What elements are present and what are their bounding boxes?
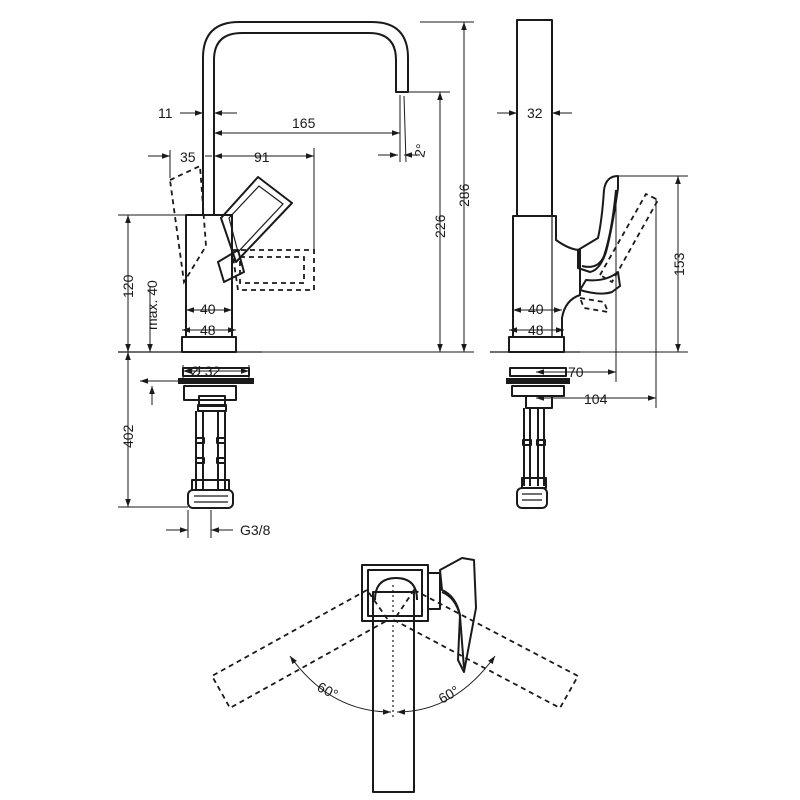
front-spout — [202, 21, 409, 215]
dim-104: 104 — [584, 391, 608, 407]
front-view: 11 165 2° 35 91 120 max. 40 40 48 — [118, 21, 474, 538]
dim-402: 402 — [120, 424, 136, 448]
dim-120: 120 — [120, 274, 136, 298]
dim-91: 91 — [254, 149, 270, 165]
front-mounting — [178, 367, 254, 509]
top-lever-left-dashed — [210, 588, 390, 710]
dim-40: 40 — [200, 301, 216, 317]
dim-max40: max. 40 — [144, 280, 160, 330]
dim-48: 48 — [200, 322, 216, 338]
dim-side-40: 40 — [528, 301, 544, 317]
side-mounting — [506, 367, 570, 509]
dim-2deg: 2° — [411, 143, 429, 159]
dim-226: 226 — [432, 214, 448, 238]
side-view: 32 153 40 48 70 104 — [490, 19, 688, 509]
dim-side-32: 32 — [527, 105, 543, 121]
dim-side-48: 48 — [528, 322, 544, 338]
top-lever — [439, 557, 477, 673]
dim-35: 35 — [180, 149, 196, 165]
top-view: 60° 60° — [210, 557, 580, 793]
side-lever — [577, 175, 619, 273]
dim-d32: Ø 32 — [190, 363, 221, 379]
dim-153: 153 — [671, 252, 687, 276]
dim-70: 70 — [568, 364, 584, 380]
front-lever-alt2 — [230, 249, 315, 291]
dim-g38: G3/8 — [240, 522, 271, 538]
front-lever — [217, 176, 293, 283]
dim-165: 165 — [292, 115, 316, 131]
dim-11: 11 — [158, 105, 173, 121]
front-lever-alt1 — [169, 164, 207, 285]
angle-right: 60° — [436, 682, 462, 706]
dim-286: 286 — [456, 183, 472, 207]
front-body — [185, 214, 233, 338]
